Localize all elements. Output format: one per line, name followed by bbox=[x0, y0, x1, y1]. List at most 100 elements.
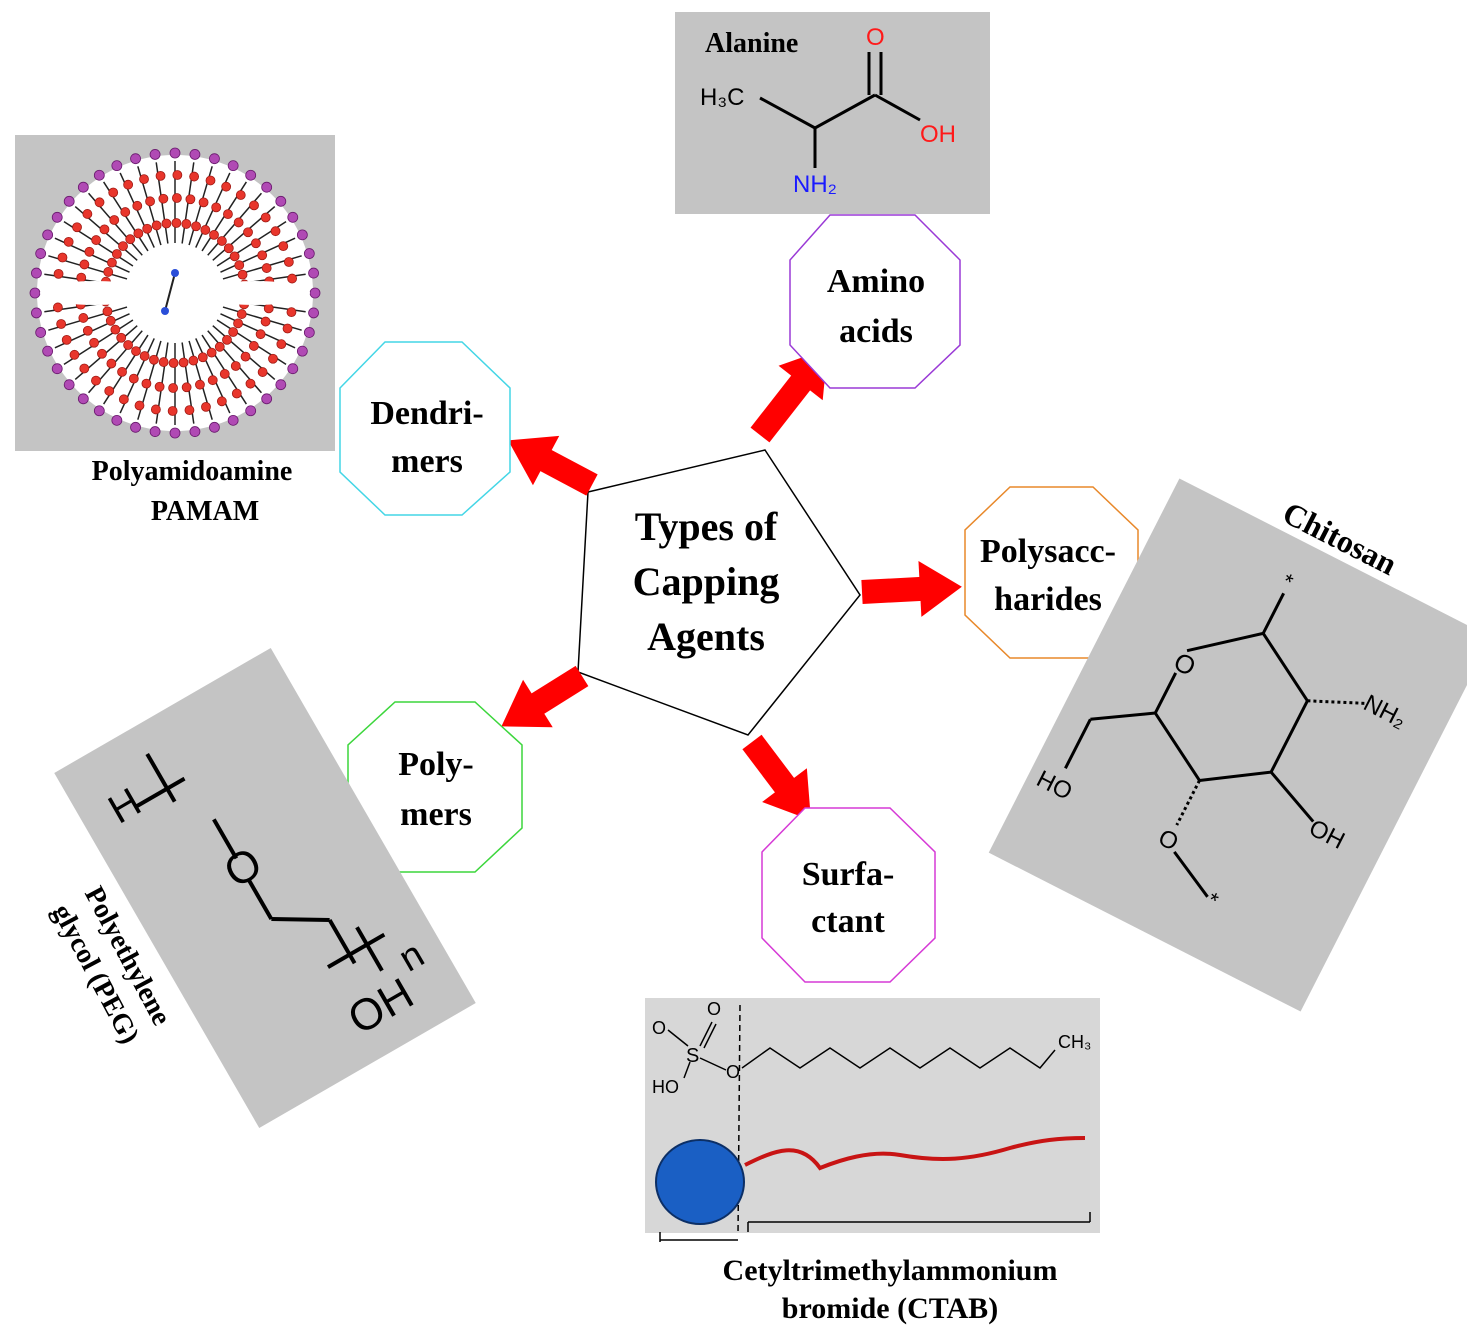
dendrimer-node bbox=[118, 394, 129, 405]
dendrimer-terminal bbox=[130, 421, 141, 433]
dendrimer-terminal bbox=[275, 195, 287, 207]
arrows bbox=[501, 348, 962, 821]
dendrimer-node bbox=[72, 222, 82, 233]
dendrimer-terminal bbox=[35, 327, 47, 338]
surfactant-label-line2: ctant bbox=[811, 903, 885, 940]
dendrimer-node bbox=[257, 250, 268, 261]
dendrimer-terminal bbox=[93, 405, 105, 417]
dendrimer-node bbox=[103, 267, 114, 277]
ctab-head-icon bbox=[655, 1139, 745, 1225]
dendrimer-terminal bbox=[189, 426, 201, 437]
center-label-line1: Types of bbox=[635, 504, 778, 549]
dendrimer-node bbox=[245, 378, 256, 389]
dendrimer-terminal bbox=[111, 414, 123, 426]
dendrimer-terminal bbox=[261, 181, 273, 193]
ctab-o-top: O bbox=[707, 999, 721, 1019]
dendrimer-node bbox=[168, 383, 179, 393]
alanine-o: O bbox=[866, 24, 885, 51]
dendrimer-node bbox=[184, 405, 195, 416]
polysaccharides-label-line2: harides bbox=[994, 581, 1102, 618]
dendrimer-terminal bbox=[63, 379, 75, 391]
dendrimer-node bbox=[261, 263, 272, 273]
dendrimer-node bbox=[110, 324, 121, 335]
dendrimer-node bbox=[76, 272, 87, 283]
dendrimer-terminal bbox=[149, 426, 161, 437]
dendrimer-core-bond bbox=[164, 272, 176, 312]
dendrimer-terminal bbox=[169, 427, 181, 439]
dendrimer-node bbox=[197, 352, 208, 363]
category-dendrimers: Dendri- mers bbox=[339, 341, 511, 516]
dendrimer-terminal bbox=[261, 393, 273, 405]
dendrimer-node bbox=[63, 236, 74, 247]
dendrimer-node bbox=[234, 260, 245, 271]
dendrimer-node bbox=[123, 179, 134, 190]
dendrimer-node bbox=[139, 351, 150, 361]
dendrimer-node bbox=[209, 229, 219, 240]
dendrimer-terminal bbox=[29, 287, 41, 299]
dendrimer-node bbox=[263, 303, 274, 314]
ctab-panel: O O S HO O CH₃ bbox=[645, 998, 1100, 1242]
dendrimer-node bbox=[94, 197, 105, 208]
dendrimer-node bbox=[134, 400, 145, 411]
dendrimer-node bbox=[53, 268, 64, 279]
dendrimer-node bbox=[181, 382, 192, 393]
dendrimer-node bbox=[82, 209, 93, 219]
dendrimer-node bbox=[131, 346, 141, 357]
polymers-label-line1: Poly- bbox=[398, 746, 474, 783]
dendrimer-terminal bbox=[111, 160, 123, 172]
pamam-label-line2: PAMAM bbox=[151, 496, 259, 527]
dendrimer-node bbox=[97, 348, 107, 359]
dendrimer-node bbox=[91, 235, 102, 245]
alanine-oh: OH bbox=[920, 121, 956, 148]
dendrimer-node bbox=[82, 325, 93, 336]
dendrimer-node bbox=[222, 334, 232, 345]
dendrimer-node bbox=[105, 315, 116, 326]
dendrimer-node bbox=[221, 181, 232, 192]
dendrimer-node bbox=[211, 202, 222, 213]
dendrimer-disc bbox=[37, 155, 313, 431]
dendrimer-terminal bbox=[77, 181, 89, 193]
dendrimer-node bbox=[145, 196, 155, 207]
dendrimer-node bbox=[167, 406, 178, 416]
dendrimer-terminal bbox=[308, 307, 319, 319]
dendrimer-terminal bbox=[287, 363, 299, 375]
dendrimer-node bbox=[133, 228, 144, 239]
category-polysaccharides: Polysacc- harides bbox=[964, 486, 1139, 659]
dendrimer-node bbox=[108, 187, 119, 198]
dendrimer-node bbox=[84, 246, 95, 257]
dendrimer-terminal bbox=[309, 287, 321, 299]
dendrimer-node bbox=[286, 307, 297, 318]
pamam-label-line1: Polyamidoamine bbox=[92, 456, 293, 487]
peg-panel: H O n OH bbox=[54, 647, 476, 1129]
ctab-tail-icon bbox=[744, 1136, 1086, 1171]
dendrimer-node bbox=[79, 363, 90, 374]
dendrimer-node bbox=[255, 329, 266, 340]
dendrimer-node bbox=[236, 309, 247, 319]
dendrimer-node bbox=[200, 225, 211, 235]
dendrimer-node bbox=[128, 373, 139, 384]
dendrimer-node bbox=[228, 327, 239, 337]
dendrimer-node bbox=[57, 252, 68, 263]
dendrimer-node bbox=[171, 218, 182, 228]
dendrimer-terminal bbox=[149, 149, 161, 160]
dendrimer-node bbox=[229, 251, 240, 262]
dendrimer-lobe bbox=[200, 281, 310, 305]
dendrimer-node bbox=[106, 358, 117, 369]
dendrimer-terminal bbox=[169, 147, 181, 159]
dendrimer-node bbox=[235, 190, 246, 200]
chitosan-panel: O * NH₂ OH O * HO bbox=[988, 478, 1467, 1012]
dendrimer-node bbox=[79, 259, 90, 270]
dendrimer-node bbox=[260, 316, 271, 327]
dendrimer-node bbox=[139, 174, 149, 185]
dendrimer-terminal bbox=[303, 248, 315, 259]
dendrimer-node bbox=[56, 319, 67, 329]
ctab-ho: HO bbox=[652, 1077, 679, 1097]
dendrimer-node bbox=[282, 323, 293, 334]
dendrimer-node bbox=[214, 341, 225, 352]
dendrimer-node bbox=[154, 381, 165, 392]
dendrimer-node bbox=[150, 404, 161, 415]
dendrimer-node bbox=[158, 357, 169, 367]
pamam-panel bbox=[15, 135, 335, 451]
dendrimer-terminal bbox=[130, 153, 141, 165]
dendrimer-node bbox=[189, 171, 200, 182]
